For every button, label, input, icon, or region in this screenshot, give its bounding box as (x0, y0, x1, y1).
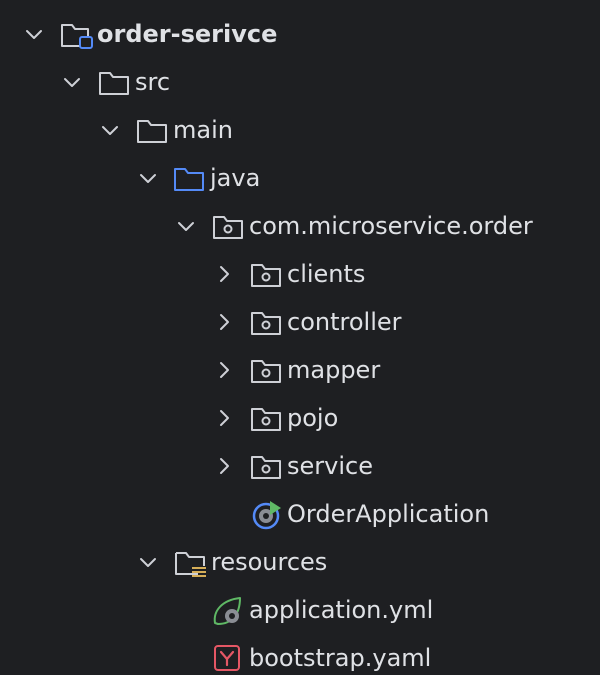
package-icon (251, 408, 281, 431)
chevron-down-icon[interactable] (174, 214, 198, 238)
chevron-right-icon[interactable] (212, 262, 236, 286)
chevron-down-icon[interactable] (136, 550, 160, 574)
tree-item-label: main (173, 116, 233, 144)
chevron-right-icon[interactable] (212, 454, 236, 478)
tree-item-label: order-serivce (97, 20, 278, 48)
chevron-right-icon[interactable] (212, 406, 236, 430)
tree-row-src[interactable]: src (0, 58, 600, 106)
tree-item-label: service (287, 452, 373, 480)
chevron-down-icon[interactable] (60, 70, 84, 94)
tree-item-label: bootstrap.yaml (249, 644, 432, 672)
spring-boot-application-icon (252, 501, 281, 530)
module-folder-icon (61, 24, 93, 49)
spring-config-icon (213, 597, 241, 625)
tree-item-label: src (135, 68, 171, 96)
tree-item-label: controller (287, 308, 402, 336)
chevron-down-icon[interactable] (22, 22, 46, 46)
tree-row-package[interactable]: com.microservice.order (0, 202, 600, 250)
tree-item-label: resources (211, 548, 328, 576)
source-folder-icon (174, 168, 204, 191)
tree-row-application-yml[interactable]: application.yml (0, 586, 600, 634)
tree-row-pojo[interactable]: pojo (0, 394, 600, 442)
tree-row-order-serivce[interactable]: order-serivce (0, 10, 600, 58)
tree-item-label: mapper (287, 356, 381, 384)
tree-item-label: OrderApplication (287, 500, 490, 528)
package-icon (251, 264, 281, 287)
package-icon (251, 312, 281, 335)
tree-item-label: clients (287, 260, 366, 288)
tree-row-order-application[interactable]: OrderApplication (0, 490, 600, 538)
tree-item-label: application.yml (249, 596, 434, 624)
folder-icon (137, 120, 167, 143)
tree-item-label: pojo (287, 404, 339, 432)
tree-item-label: java (210, 164, 261, 192)
tree-row-service[interactable]: service (0, 442, 600, 490)
tree-row-main[interactable]: main (0, 106, 600, 154)
tree-row-resources[interactable]: resources (0, 538, 600, 586)
package-icon (251, 456, 281, 479)
resources-folder-icon (175, 552, 206, 577)
tree-item-label: com.microservice.order (249, 212, 533, 240)
tree-row-clients[interactable]: clients (0, 250, 600, 298)
tree-row-java[interactable]: java (0, 154, 600, 202)
folder-icon (99, 72, 129, 95)
tree-row-bootstrap-yaml[interactable]: bootstrap.yaml (0, 634, 600, 675)
package-icon (251, 360, 281, 383)
yaml-file-icon (214, 645, 240, 671)
package-icon (213, 216, 243, 239)
chevron-right-icon[interactable] (212, 310, 236, 334)
chevron-down-icon[interactable] (136, 166, 160, 190)
chevron-right-icon[interactable] (212, 358, 236, 382)
tree-row-mapper[interactable]: mapper (0, 346, 600, 394)
tree-row-controller[interactable]: controller (0, 298, 600, 346)
chevron-down-icon[interactable] (98, 118, 122, 142)
